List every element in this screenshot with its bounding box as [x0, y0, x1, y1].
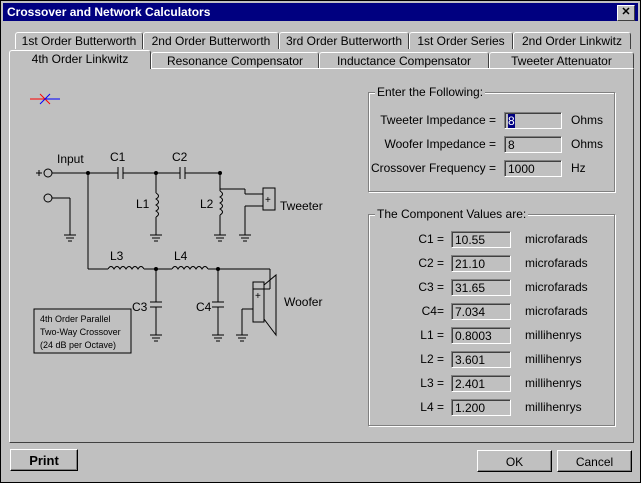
result-value-field[interactable]: 31.65	[451, 279, 511, 296]
result-value-field[interactable]: 3.601	[451, 351, 511, 368]
label-l3: L3	[110, 249, 124, 263]
label-c4: C4	[196, 300, 212, 314]
crossover-frequency-label: Crossover Frequency =	[370, 161, 496, 175]
result-unit: millihenrys	[525, 352, 582, 366]
crossover-logo-icon	[30, 93, 60, 105]
label-c1: C1	[110, 150, 126, 164]
info-box-line-1: 4th Order Parallel	[40, 314, 111, 324]
result-label: L2 =	[420, 352, 444, 366]
ok-button[interactable]: OK	[477, 450, 552, 472]
cancel-button[interactable]: Cancel	[557, 450, 632, 472]
input-label: Input	[57, 152, 84, 166]
tweeter-impedance-unit: Ohms	[571, 113, 604, 127]
woofer-impedance-input[interactable]: 8	[504, 136, 562, 153]
info-box-line-2: Two-Way Crossover	[40, 327, 121, 337]
label-l4: L4	[174, 249, 188, 263]
window-title: Crossover and Network Calculators	[7, 5, 211, 19]
results-group-title: The Component Values are:	[375, 207, 529, 221]
close-button[interactable]: ✕	[617, 5, 635, 21]
tweeter-label: Tweeter	[280, 199, 323, 213]
result-unit: microfarads	[525, 232, 588, 246]
result-label: C4=	[421, 304, 444, 318]
tweeter-impedance-label: Tweeter Impedance =	[380, 113, 496, 127]
result-value-field[interactable]: 10.55	[451, 231, 511, 248]
tab-2nd-order-linkwitz[interactable]: 2nd Order Linkwitz	[513, 32, 631, 49]
result-label: L3 =	[420, 376, 444, 390]
woofer-impedance-unit: Ohms	[571, 137, 604, 151]
result-unit: microfarads	[525, 304, 588, 318]
tab-3rd-order-butterworth[interactable]: 3rd Order Butterworth	[279, 32, 409, 49]
input-group: Enter the Following: Tweeter Impedance =…	[368, 85, 615, 192]
crossover-frequency-input[interactable]: 1000	[504, 160, 562, 177]
result-value-field[interactable]: 2.401	[451, 375, 511, 392]
svg-text:+: +	[265, 195, 271, 206]
result-value-field[interactable]: 1.200	[451, 399, 511, 416]
result-unit: millihenrys	[525, 376, 582, 390]
tab-tweeter-attenuator[interactable]: Tweeter Attenuator	[489, 52, 634, 69]
result-value-field[interactable]: 21.10	[451, 255, 511, 272]
tab-inductance-compensator[interactable]: Inductance Compensator	[319, 52, 489, 69]
results-group: The Component Values are: C1 = 10.55 micro…	[368, 207, 615, 426]
tweeter-impedance-input[interactable]: 8	[504, 112, 562, 129]
svg-text:+: +	[255, 291, 261, 302]
crossover-frequency-unit: Hz	[571, 161, 586, 175]
result-value-field[interactable]: 0.8003	[451, 327, 511, 344]
crossover-schematic: Input C1 C2 L1 L2 L3 L4 C3 C4 Tweeter Wo…	[30, 93, 323, 354]
result-label: L1 =	[420, 328, 444, 342]
tab-resonance-compensator[interactable]: Resonance Compensator	[151, 52, 319, 69]
tab-1st-order-butterworth[interactable]: 1st Order Butterworth	[15, 32, 143, 49]
result-value-field[interactable]: 7.034	[451, 303, 511, 320]
label-c3: C3	[132, 300, 148, 314]
result-unit: millihenrys	[525, 400, 582, 414]
print-button[interactable]: Print	[10, 449, 78, 471]
result-label: C1 =	[418, 232, 444, 246]
tab-2nd-order-butterworth[interactable]: 2nd Order Butterworth	[143, 32, 279, 49]
tab-1st-order-series[interactable]: 1st Order Series	[409, 32, 513, 49]
result-unit: microfarads	[525, 256, 588, 270]
label-l1: L1	[136, 197, 150, 211]
result-unit: millihenrys	[525, 328, 582, 342]
woofer-label: Woofer	[284, 295, 322, 309]
info-box-line-3: (24 dB per Octave)	[40, 340, 116, 350]
input-group-title: Enter the Following:	[375, 85, 486, 99]
label-c2: C2	[172, 150, 188, 164]
result-label: L4 =	[420, 400, 444, 414]
tab-panel: Input C1 C2 L1 L2 L3 L4 C3 C4 Tweeter Wo…	[9, 68, 634, 443]
result-unit: microfarads	[525, 280, 588, 294]
woofer-impedance-label: Woofer Impedance =	[384, 137, 496, 151]
tab-4th-order-linkwitz[interactable]: 4th Order Linkwitz	[9, 50, 151, 69]
title-bar[interactable]: Crossover and Network Calculators ✕	[3, 3, 638, 21]
result-label: C2 =	[418, 256, 444, 270]
label-l2: L2	[200, 197, 214, 211]
result-label: C3 =	[418, 280, 444, 294]
